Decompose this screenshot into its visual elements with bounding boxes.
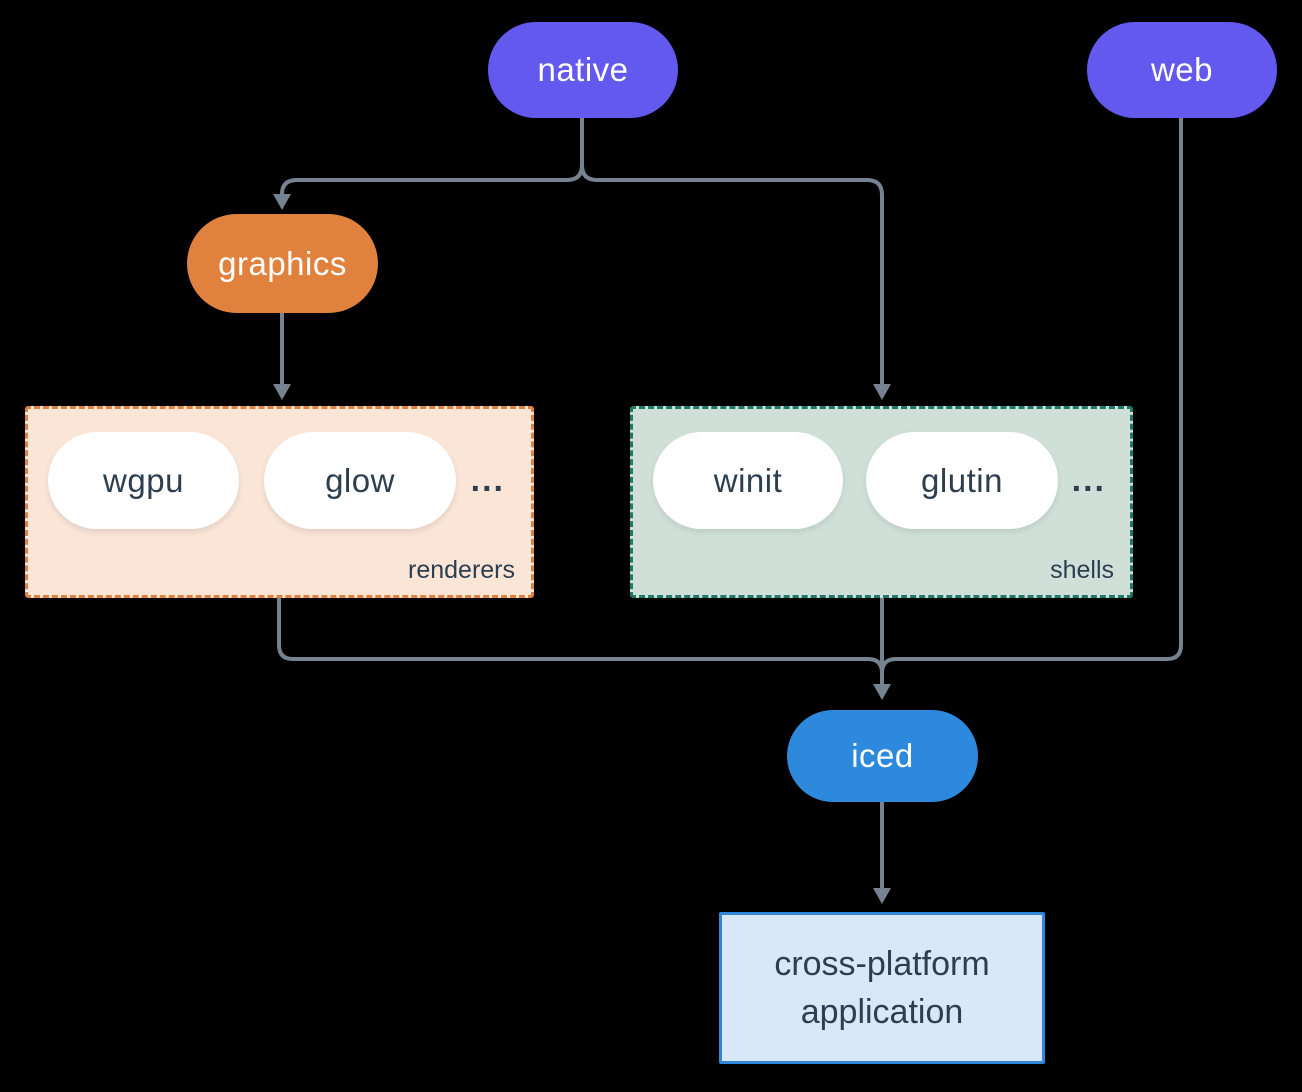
edge-native-to-shells bbox=[580, 118, 891, 400]
node-glutin-label: glutin bbox=[921, 461, 1003, 499]
edge-renderers-to-merge bbox=[277, 598, 884, 674]
node-winit-label: winit bbox=[713, 461, 783, 499]
shells-group-label: shells bbox=[1050, 556, 1114, 584]
renderers-ellipsis: ... bbox=[470, 461, 505, 499]
node-web: web bbox=[1087, 22, 1277, 118]
shells-ellipsis: ... bbox=[1071, 461, 1106, 499]
node-web-label: web bbox=[1150, 51, 1214, 88]
group-renderers: wgpu glow ... renderers bbox=[25, 406, 534, 598]
node-graphics-label: graphics bbox=[218, 244, 347, 282]
renderers-group-label: renderers bbox=[408, 556, 515, 584]
node-glutin: glutin bbox=[866, 432, 1058, 529]
edge-native-to-graphics bbox=[273, 118, 584, 210]
node-wgpu: wgpu bbox=[48, 432, 239, 529]
node-glow: glow bbox=[264, 432, 456, 529]
node-cross-platform-application: cross-platform application bbox=[719, 912, 1045, 1064]
node-iced-label: iced bbox=[851, 737, 914, 774]
node-iced: iced bbox=[787, 710, 978, 802]
node-native: native bbox=[488, 22, 678, 118]
node-native-label: native bbox=[537, 51, 629, 88]
group-shells: winit glutin ... shells bbox=[630, 406, 1133, 598]
node-winit: winit bbox=[653, 432, 843, 529]
node-graphics: graphics bbox=[187, 214, 378, 313]
node-glow-label: glow bbox=[325, 461, 395, 499]
application-label-line2: application bbox=[800, 993, 964, 1031]
application-label-line1: cross-platform bbox=[774, 944, 990, 983]
node-wgpu-label: wgpu bbox=[103, 461, 184, 499]
